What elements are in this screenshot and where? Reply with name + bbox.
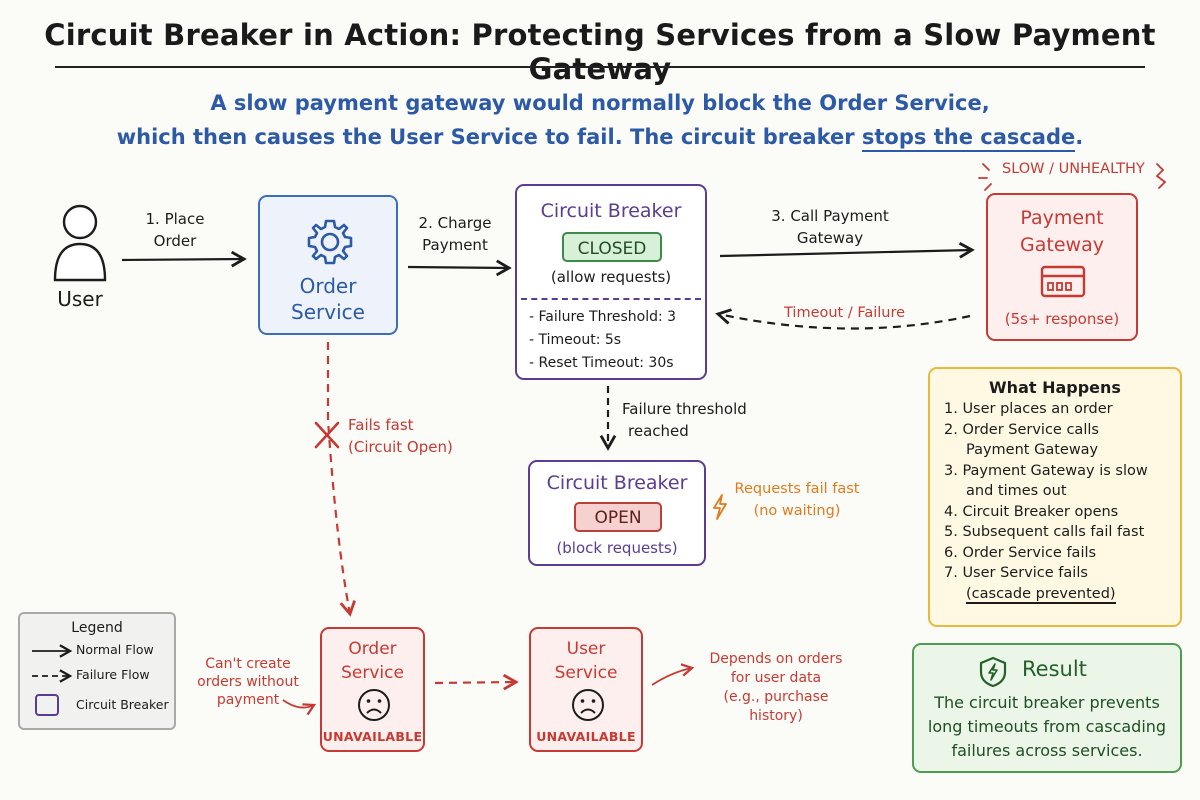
sad-face-icon [358, 689, 390, 721]
payment-gateway-box[interactable]: Payment Gateway (5s+ response) [986, 193, 1138, 341]
depends-on-orders-note: Depends on orders for user data (e.g., p… [709, 651, 843, 724]
step-3-label: 3. Call Payment Gateway [771, 207, 889, 247]
order-service-unavailable-name: Order Service [341, 639, 404, 683]
timeout-failure-label: Timeout / Failure [784, 305, 906, 321]
sad-face-icon [572, 689, 604, 721]
legend-failure-flow: Failure Flow [76, 667, 150, 682]
user-actor: User [40, 200, 120, 320]
gateway-status-label: SLOW / UNHEALTHY [1002, 161, 1145, 177]
timeout-setting: - Timeout: 5s [529, 332, 622, 348]
arrow-fails-fast [326, 342, 356, 617]
result-body: The circuit breaker prevents long timeou… [927, 693, 1167, 760]
credit-card-icon [1040, 265, 1086, 298]
arrow-timeout-failure [715, 308, 971, 330]
subtitle-line-2-prefix: which then causes the User Service to fa… [116, 125, 862, 149]
cant-create-note: Can't create orders without payment [197, 656, 299, 708]
shield-lightning-icon [979, 656, 1007, 688]
list-item: 7. User Service fails(cascade prevented) [944, 565, 1116, 604]
arrow-depends-on [651, 663, 695, 686]
subtitle-line-1: A slow payment gateway would normally bl… [210, 91, 990, 115]
title-underline [55, 66, 1145, 68]
what-happens-panel: What Happens 1. User places an order 2. … [928, 367, 1182, 627]
gateway-response-time: (5s+ response) [1004, 310, 1120, 328]
alert-squiggle-icon [978, 163, 1167, 191]
arrow-place-order [121, 250, 247, 268]
lightning-icon [713, 494, 727, 520]
payment-gateway-name: Payment Gateway [1020, 207, 1104, 256]
order-service-name: Order Service [291, 274, 365, 324]
user-label: User [57, 287, 103, 311]
config-divider [521, 298, 701, 300]
reset-timeout-setting: - Reset Timeout: 30s [529, 355, 674, 371]
subtitle-emphasis: stops the cascade [861, 125, 1076, 152]
legend-swatches [32, 644, 73, 716]
arrow-order-to-user [434, 673, 519, 691]
cross-icon [314, 421, 340, 449]
state-closed-badge: CLOSED [562, 232, 662, 262]
step-1-label: 1. Place Order [145, 210, 205, 250]
fails-fast-label: Fails fast (Circuit Open) [348, 416, 453, 456]
failure-threshold-setting: - Failure Threshold: 3 [529, 309, 677, 325]
order-service-unavailable-box[interactable]: Order Service UNAVAILABLE [320, 627, 425, 752]
allow-requests-note: (allow requests) [550, 268, 672, 286]
step-2-label: 2. Charge Payment [418, 214, 492, 254]
what-happens-title: What Happens [989, 378, 1121, 397]
legend-title: Legend [71, 620, 123, 636]
user-service-unavailable-box[interactable]: User Service UNAVAILABLE [529, 627, 643, 752]
user-service-status: UNAVAILABLE [536, 729, 636, 744]
list-item: 4. Circuit Breaker opens [944, 503, 1119, 520]
list-item: 5. Subsequent calls fail fast [944, 524, 1145, 540]
block-requests-note: (block requests) [556, 539, 678, 557]
user-icon [53, 204, 107, 282]
circuit-breaker-closed-box[interactable]: Circuit Breaker CLOSED (allow requests) … [515, 184, 707, 380]
what-happens-list: 1. User places an order 2. Order Service… [944, 399, 1148, 604]
result-title: Result [1022, 657, 1087, 681]
subtitle: A slow payment gateway would normally bl… [100, 86, 1100, 154]
circuit-breaker-open-box[interactable]: Circuit Breaker OPEN (block requests) [528, 460, 706, 566]
cascade-prevented-note: (cascade prevented) [966, 585, 1116, 604]
page-title: Circuit Breaker in Action: Protecting Se… [44, 18, 1156, 86]
order-service-status: UNAVAILABLE [322, 729, 423, 744]
result-panel: Result The circuit breaker prevents long… [912, 643, 1182, 773]
order-service-box[interactable]: Order Service [258, 195, 398, 335]
legend: Legend Normal Flow Failure Flow Circuit … [18, 612, 176, 730]
threshold-reached-label: Failure threshold reached [622, 400, 747, 440]
legend-circuit-breaker: Circuit Breaker [76, 697, 169, 712]
state-open-badge: OPEN [574, 502, 662, 532]
list-item: 1. User places an order [944, 401, 1113, 417]
circuit-breaker-closed-title: Circuit Breaker [540, 200, 682, 222]
user-service-unavailable-name: User Service [554, 639, 618, 683]
circuit-breaker-open-title: Circuit Breaker [546, 472, 688, 494]
subtitle-line-2: which then causes the User Service to fa… [100, 120, 1100, 154]
arrow-call-gateway [719, 242, 975, 259]
arrow-charge-payment [407, 259, 512, 277]
arrow-cant-create [282, 699, 317, 716]
subtitle-line-2-suffix: . [1075, 125, 1084, 149]
circuit-breaker-config: - Failure Threshold: 3 - Timeout: 5s - R… [529, 306, 676, 375]
legend-normal-flow: Normal Flow [76, 642, 154, 657]
list-item: 6. Order Service fails [944, 544, 1097, 561]
fail-fast-note: Requests fail fast (no waiting) [734, 481, 860, 519]
gear-icon [307, 219, 353, 265]
